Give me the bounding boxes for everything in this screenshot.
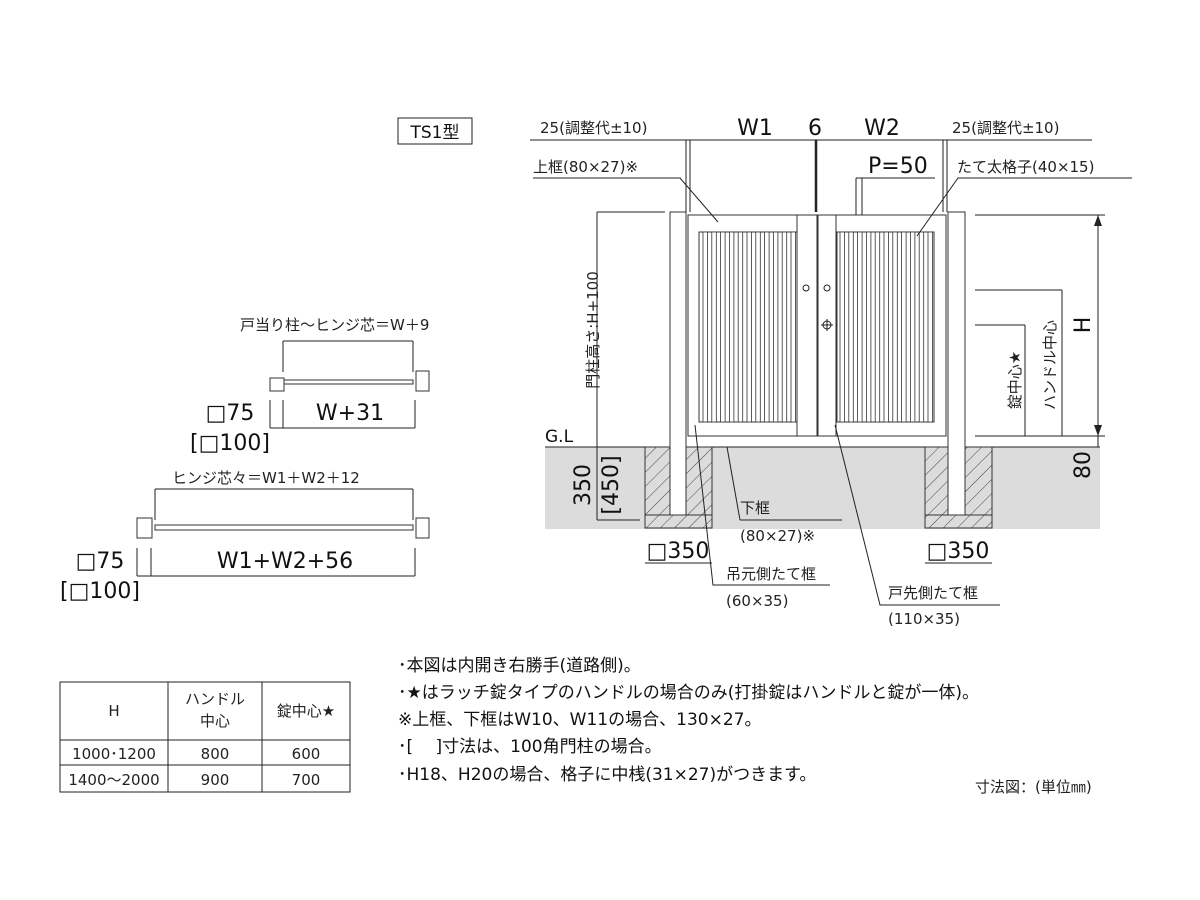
lattice-bar (702, 231, 708, 423)
bottom-frame-size: (80×27)※ (740, 527, 815, 545)
lattice-bar (901, 231, 907, 423)
ground-section (545, 447, 1100, 529)
table-cell: 700 (292, 771, 321, 789)
svg-text:ヒンジ芯々＝W1＋W2＋12: ヒンジ芯々＝W1＋W2＋12 (172, 469, 360, 487)
note: ･本図は内開き右勝手(道路側)。 (398, 656, 641, 676)
note: ※上框、下框はW10、W11の場合、130×27。 (398, 710, 761, 730)
svg-text:ハンドル: ハンドル (185, 690, 245, 708)
note: ･[ ]寸法は、100角門柱の場合。 (398, 737, 662, 757)
lattice-bar (764, 231, 770, 423)
gate-leaf-right (835, 214, 947, 437)
pitch-label: P=50 (868, 154, 928, 179)
gap-dim: 6 (808, 116, 822, 141)
clearance-dim: 80 (1071, 451, 1096, 479)
top-frame-label: 上框(80×27)※ (533, 158, 638, 176)
plan-view-double: ヒンジ芯々＝W1＋W2＋12 □75 [□100] W1+W2+56 (60, 469, 430, 604)
lattice-bar (755, 231, 761, 423)
foundation-left-dim: □350 (647, 539, 710, 564)
svg-text:錠中心★: 錠中心★ (277, 702, 335, 720)
latch-stile-left (796, 214, 818, 437)
lattice-bar (729, 231, 735, 423)
svg-text:[□100]: [□100] (60, 579, 140, 604)
post-left (669, 211, 687, 516)
svg-text:中心: 中心 (200, 712, 230, 730)
svg-text:戸当り柱～ヒンジ芯＝W＋9: 戸当り柱～ヒンジ芯＝W＋9 (240, 316, 429, 334)
table-cell: 1400～2000 (68, 771, 159, 789)
gl-label: G.L (545, 427, 574, 447)
hinge-stile-size: (60×35) (726, 592, 788, 610)
h-dim: H (1071, 317, 1096, 334)
table-cell: 900 (201, 771, 230, 789)
lattice-bar (918, 231, 925, 423)
lattice-bar (737, 231, 744, 423)
lattice-bar (848, 231, 854, 423)
notes: ･本図は内開き右勝手(道路側)。 ･★はラッチ錠タイプのハンドルの場合のみ(打掛… (398, 656, 979, 785)
depth-100-dim: [450] (599, 455, 624, 514)
right-adjust-dim: 25(調整代±10) (952, 119, 1059, 137)
note: ･H18、H20の場合、格子に中桟(31×27)がつきます。 (398, 765, 816, 785)
thick-lattice-label: たて太格子(40×15) (957, 158, 1094, 176)
post-right (947, 211, 966, 516)
lattice-bar (773, 231, 779, 423)
table-cell: 1000･1200 (72, 745, 156, 763)
svg-text:W+31: W+31 (316, 401, 384, 426)
lattice-bar (781, 231, 788, 423)
note: ･★はラッチ錠タイプのハンドルの場合のみ(打掛錠はハンドルと錠が一体)。 (398, 683, 979, 703)
handle-center-dim: ハンドル中心 (1041, 320, 1059, 410)
table-cell: 800 (201, 745, 230, 763)
hinge-stile-label: 吊元側たて框 (726, 565, 816, 583)
lattice-bar (746, 231, 752, 423)
lattice-bar (839, 231, 845, 423)
svg-text:□75: □75 (76, 549, 125, 574)
lattice-bar (857, 231, 863, 423)
post-height-dim: 門柱高さ:H+100 (584, 271, 602, 389)
gate-leaf-left (687, 214, 799, 437)
svg-text:TS1型: TS1型 (410, 123, 460, 143)
svg-text:[□100]: [□100] (190, 431, 270, 456)
table-cell: 600 (292, 745, 321, 763)
depth-dim: 350 (571, 464, 596, 506)
unit-note: 寸法図：(単位㎜) (975, 778, 1092, 796)
plan-view-single: 戸当り柱～ヒンジ芯＝W＋9 □75 [□100] W+31 (190, 316, 430, 456)
w1-dim: W1 (737, 116, 773, 141)
lattice-bar (720, 231, 726, 423)
lattice-bar (790, 231, 796, 423)
lattice-bar (866, 231, 872, 423)
lattice-bar (874, 231, 881, 423)
lock-center-dim: 錠中心★ (1006, 351, 1024, 409)
svg-text:W1+W2+56: W1+W2+56 (217, 549, 353, 574)
lattice-bar (927, 231, 933, 423)
handle-icon (802, 284, 833, 331)
handle-height-table: H ハンドル 中心 錠中心★ 1000･1200 800 600 1400～20… (59, 681, 351, 793)
latch-stile-size: (110×35) (888, 610, 960, 628)
lattice-bar (910, 231, 916, 423)
svg-text:□75: □75 (206, 401, 255, 426)
model-label: TS1型 (397, 117, 473, 145)
w2-dim: W2 (864, 116, 900, 141)
lattice-bar (892, 231, 898, 423)
bottom-frame-label: 下框 (740, 499, 770, 517)
lattice-bar (883, 231, 889, 423)
svg-text:H: H (108, 702, 119, 720)
foundation-right-dim: □350 (927, 539, 990, 564)
left-adjust-dim: 25(調整代±10) (540, 119, 647, 137)
lattice-bar (711, 231, 717, 423)
latch-stile-label: 戸先側たて框 (888, 584, 978, 602)
